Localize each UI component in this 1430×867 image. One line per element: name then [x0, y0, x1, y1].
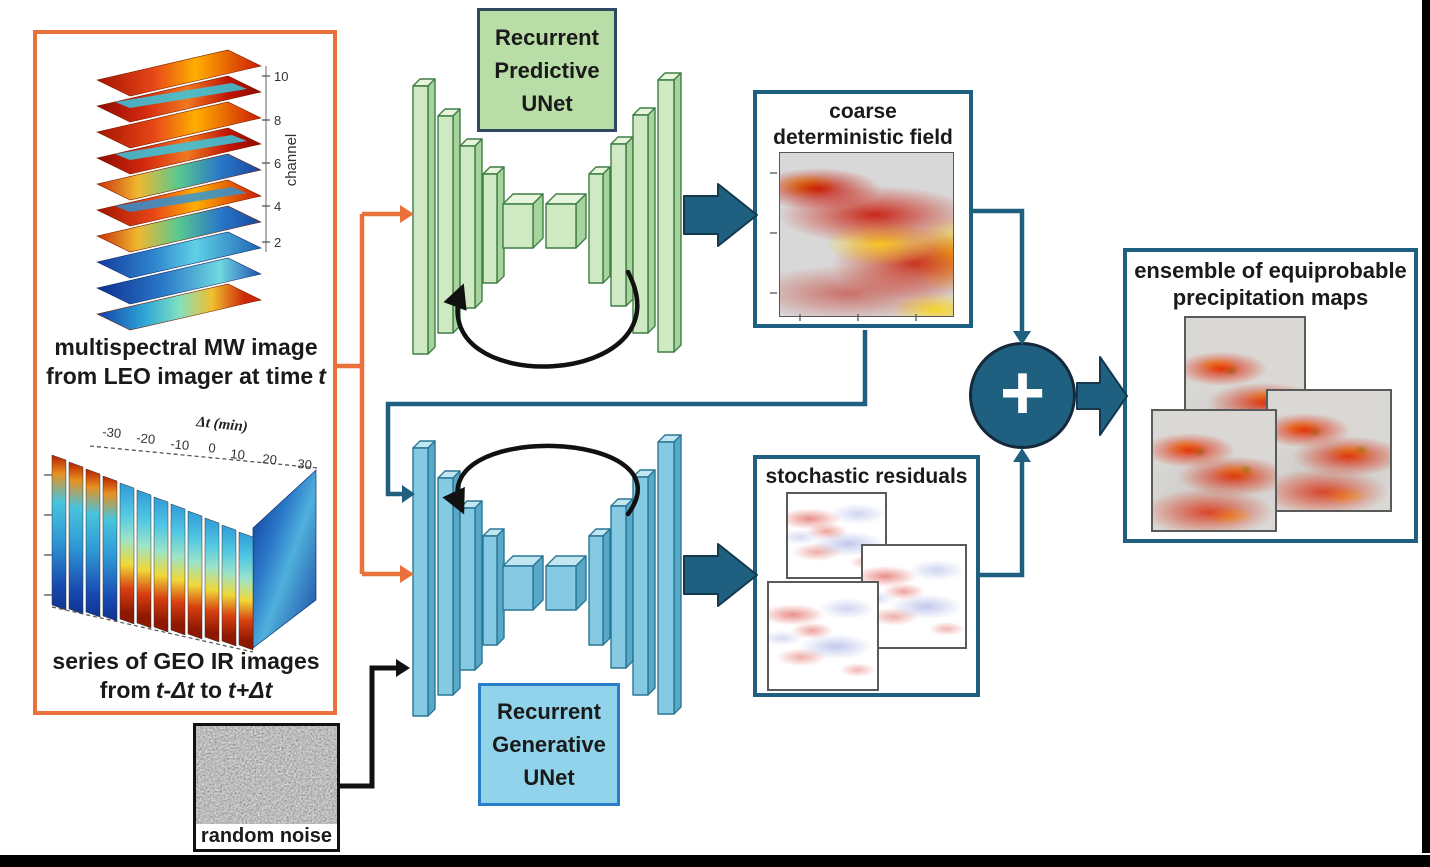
time-variable: t	[318, 363, 326, 389]
recurrent-loop-arrow	[442, 443, 640, 517]
plus-icon: +	[999, 347, 1046, 436]
random-noise-box: random noise	[193, 723, 340, 852]
coarse-to-sum-connector	[973, 208, 1025, 333]
random-noise-label: random noise	[200, 825, 333, 847]
coarse-field-box: coarse deterministic field	[753, 90, 973, 328]
noise-connector	[340, 665, 396, 789]
inputs-connector	[337, 211, 400, 577]
arrowhead-to-generative	[400, 565, 414, 583]
sum-output-arrow	[1076, 356, 1128, 436]
residual-map-3	[767, 581, 879, 691]
ensemble-title: ensemble of equiprobable precipitation m…	[1134, 258, 1407, 310]
predictive-output-arrow	[683, 183, 758, 247]
arrowhead-sum-bottom	[1013, 448, 1031, 462]
generative-unet-layers	[412, 434, 682, 717]
inputs-box	[33, 30, 337, 715]
stochastic-residuals-box: stochastic residuals	[753, 455, 980, 697]
residuals-to-sum-connector	[980, 460, 1025, 578]
ensemble-box: ensemble of equiprobable precipitation m…	[1123, 248, 1418, 543]
arrowhead-noise	[396, 659, 410, 677]
predictive-unet-label: Recurrent Predictive UNet	[477, 8, 617, 132]
generative-unet-label: Recurrent Generative UNet	[478, 683, 620, 806]
mw-caption-line1: multispectral MW image	[54, 334, 318, 360]
coarse-field-map	[779, 152, 954, 317]
coarse-field-title: coarse deterministic field	[773, 100, 953, 149]
right-frame-strip	[1422, 0, 1430, 853]
recurrent-loop-arrow	[443, 269, 640, 369]
mw-caption: multispectral MW image from LEO imager a…	[36, 333, 336, 391]
ensemble-map-3	[1151, 409, 1277, 532]
arrowhead-to-predictive	[400, 205, 414, 223]
stochastic-residuals-title: stochastic residuals	[765, 465, 968, 488]
arrowhead-feedback	[402, 485, 415, 503]
ensemble-map-2	[1266, 389, 1392, 512]
residual-map-2	[861, 544, 967, 649]
bottom-frame-strip	[0, 855, 1430, 867]
sum-node: +	[969, 342, 1076, 449]
generative-output-arrow	[683, 543, 758, 607]
